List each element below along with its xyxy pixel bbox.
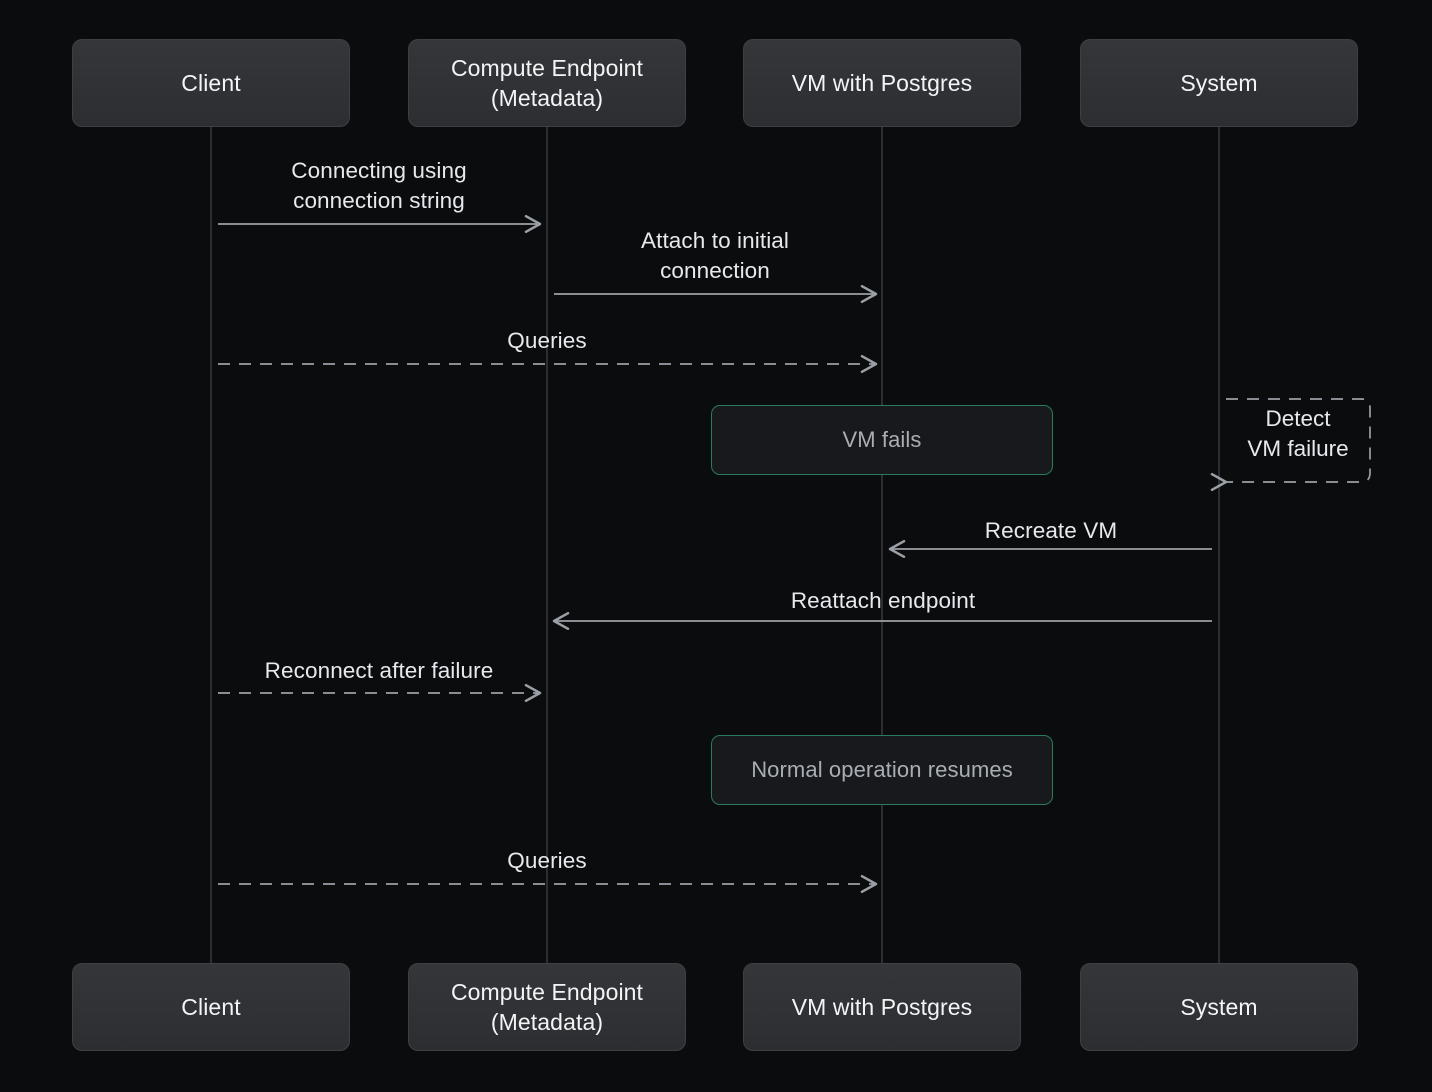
participant-bottom-system[interactable]: System bbox=[1080, 963, 1358, 1051]
note-label-n2: Normal operation resumes bbox=[751, 757, 1013, 782]
note-n2: Normal operation resumes bbox=[711, 735, 1053, 805]
participant-bottom-endpoint[interactable]: Compute Endpoint (Metadata) bbox=[408, 963, 686, 1051]
self-message-label-s1: Detect VM failure bbox=[1247, 406, 1349, 462]
participant-bottom-vm[interactable]: VM with Postgres bbox=[743, 963, 1021, 1051]
message-lines-group bbox=[218, 214, 1212, 894]
participant-top-label-client: Client bbox=[181, 69, 241, 96]
participant-top-label-vm: VM with Postgres bbox=[791, 69, 973, 96]
note-n1: VM fails bbox=[711, 405, 1053, 475]
participant-top-label-system: System bbox=[1180, 69, 1258, 96]
participant-bottom-label-vm: VM with Postgres bbox=[791, 993, 973, 1020]
participant-top-vm[interactable]: VM with Postgres bbox=[743, 39, 1021, 127]
participant-bottom-label-system: System bbox=[1180, 993, 1258, 1020]
participant-top-endpoint[interactable]: Compute Endpoint (Metadata) bbox=[408, 39, 686, 127]
participant-top-label-endpoint: Compute Endpoint (Metadata) bbox=[450, 54, 644, 111]
participant-top-system[interactable]: System bbox=[1080, 39, 1358, 127]
note-label-n1: VM fails bbox=[842, 427, 922, 452]
lifelines-group bbox=[210, 127, 1220, 963]
participant-top-client[interactable]: Client bbox=[72, 39, 350, 127]
participant-bottom-label-client: Client bbox=[181, 993, 241, 1020]
participant-bottom-client[interactable]: Client bbox=[72, 963, 350, 1051]
participant-bottom-label-endpoint: Compute Endpoint (Metadata) bbox=[450, 978, 644, 1035]
